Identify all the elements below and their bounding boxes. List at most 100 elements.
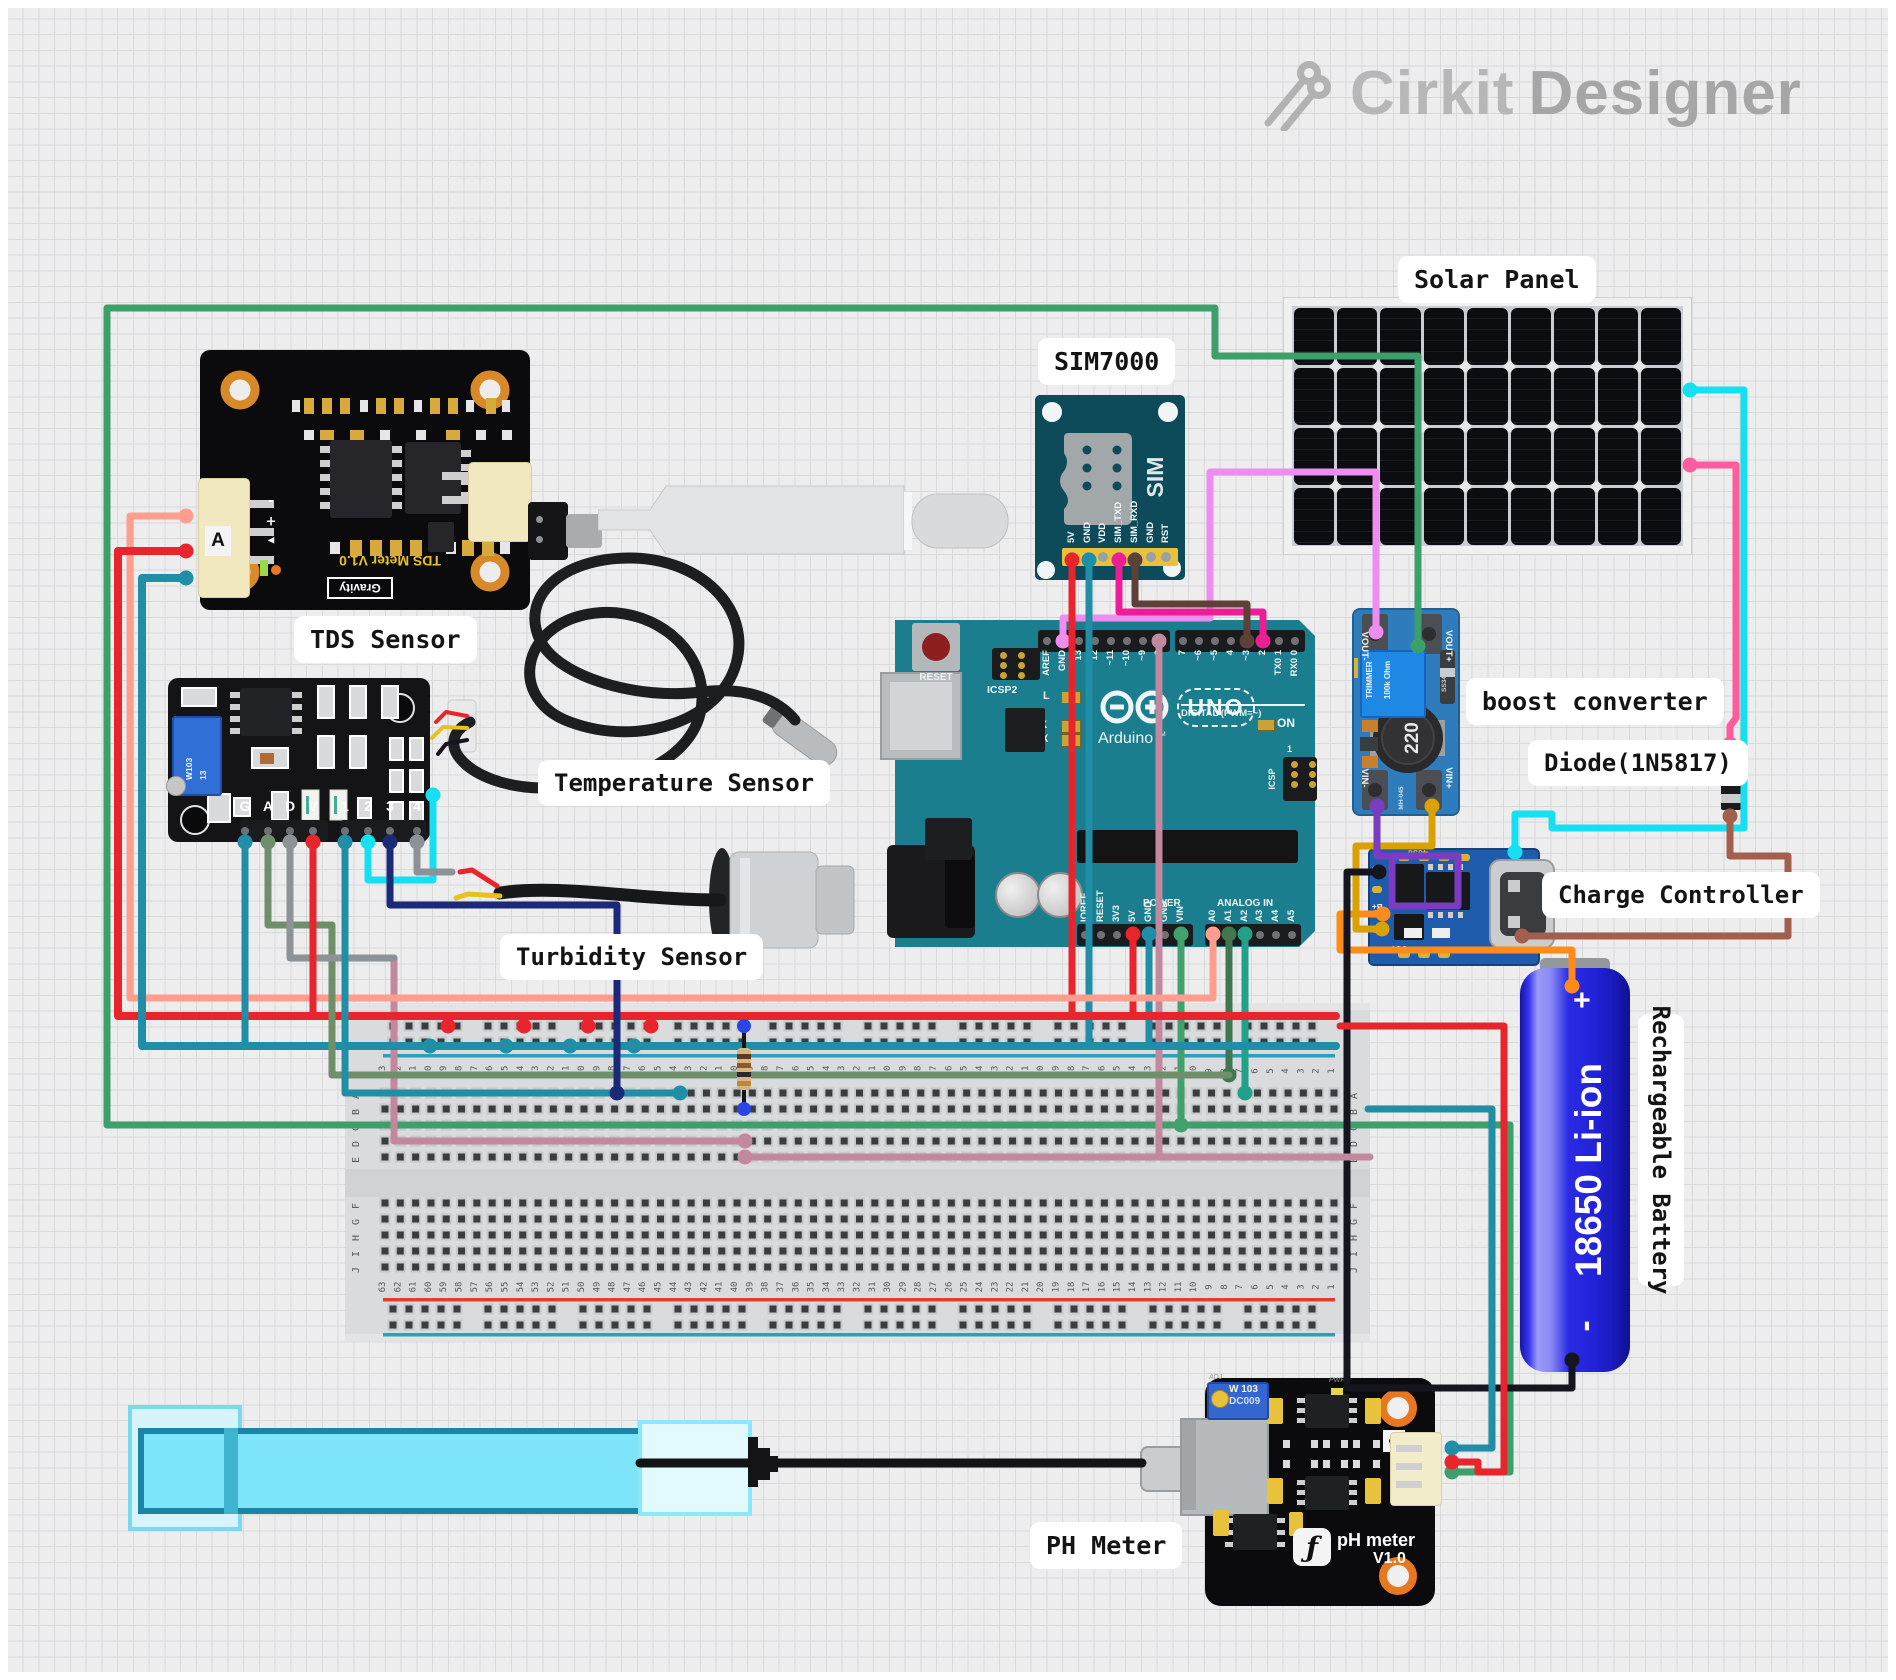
icsp-pin[interactable] [1291, 771, 1298, 778]
icsp-pin[interactable] [1018, 652, 1025, 659]
icsp-pin[interactable] [1000, 662, 1007, 669]
digital-header-left[interactable] [1038, 630, 1170, 652]
turbidity-header-left[interactable] [240, 820, 328, 842]
component-label-boost-converter[interactable]: boost converter [1466, 678, 1724, 725]
header-pin[interactable] [1129, 931, 1137, 939]
icsp-pin[interactable] [1309, 761, 1316, 768]
sim-pin[interactable] [1114, 552, 1125, 562]
header-pin[interactable] [1043, 637, 1051, 645]
analog-header[interactable] [1205, 924, 1301, 946]
sim-pin[interactable] [1067, 552, 1077, 562]
svg-text:35: 35 [807, 1282, 817, 1293]
turbidity-pin[interactable] [264, 827, 272, 835]
solar-cell [1380, 307, 1421, 365]
icsp-pin[interactable] [1018, 672, 1025, 679]
header-pin[interactable] [1288, 931, 1296, 939]
sim-pin[interactable] [1082, 552, 1093, 562]
header-pin[interactable] [1195, 637, 1203, 645]
power-header[interactable] [1077, 924, 1193, 946]
header-pin[interactable] [1091, 637, 1099, 645]
header-pin[interactable] [1224, 931, 1233, 939]
header-pin[interactable] [1256, 931, 1265, 939]
sim-pin[interactable] [1098, 552, 1109, 562]
svg-text:C: C [1349, 1125, 1360, 1131]
component-label-turbidity-sensor[interactable]: Turbidity Sensor [500, 934, 764, 980]
boost-converter[interactable]: TRIMMER 100k Ohm 220 SS34 MH-045 VOUT-VO… [1352, 608, 1460, 816]
sim-pin-header[interactable] [1062, 548, 1178, 566]
header-pin[interactable] [1145, 931, 1153, 939]
tds-sensor-board[interactable]: ▸+- TDS Meter V1.0 Gravity A [198, 350, 532, 610]
header-pin[interactable] [1209, 931, 1217, 939]
turbidity-pin[interactable] [341, 827, 349, 835]
tds-probe[interactable] [528, 452, 1028, 572]
reset-button[interactable] [912, 623, 960, 671]
header-pin[interactable] [1179, 637, 1187, 645]
component-label-temperature-sensor[interactable]: Temperature Sensor [538, 760, 831, 806]
header-pin[interactable] [1097, 931, 1105, 939]
svg-text:43: 43 [684, 1282, 694, 1293]
header-pin[interactable] [1240, 931, 1249, 939]
header-pin[interactable] [1081, 931, 1089, 939]
ph-potentiometer[interactable] [1207, 1382, 1269, 1420]
svg-text:G: G [1349, 1219, 1360, 1225]
battery-text: 18650 Li-ion [1568, 1000, 1609, 1340]
pin-label-a3: A3 [1254, 909, 1266, 922]
turbidity-pin[interactable] [413, 827, 421, 835]
header-pin[interactable] [1161, 931, 1169, 939]
sim-pin[interactable] [1145, 552, 1156, 562]
arduino-uno[interactable]: RESET ICSP2 DIGITAL (PWM=~) L TX RX UNO … [880, 620, 1325, 947]
turbidity-pin[interactable] [386, 827, 394, 835]
icsp-pin[interactable] [1000, 672, 1007, 679]
svg-text:54: 54 [516, 1282, 526, 1293]
ph-meter-board[interactable]: W 103 DC009 ADJ PWR A ƒ pH meter V1.0 [1140, 1374, 1442, 1606]
header-pin[interactable] [1075, 637, 1083, 645]
icsp-pin[interactable] [1309, 781, 1316, 788]
icsp-pin[interactable] [1309, 771, 1316, 778]
arduino-ic [1005, 708, 1045, 752]
header-pin[interactable] [1123, 637, 1131, 645]
icsp-pin[interactable] [1291, 761, 1298, 768]
turbidity-pin[interactable] [364, 827, 372, 835]
header-pin[interactable] [1177, 931, 1185, 939]
component-label-ph-meter[interactable]: PH Meter [1030, 1522, 1183, 1569]
solar-panel[interactable] [1283, 297, 1692, 555]
ph-probe[interactable] [120, 1395, 1220, 1531]
component-label-charge-controller[interactable]: Charge Controller [1542, 872, 1820, 918]
header-pin[interactable] [1243, 637, 1251, 645]
header-pin[interactable] [1272, 931, 1281, 939]
turbidity-potentiometer[interactable] [166, 716, 222, 796]
header-pin[interactable] [1227, 637, 1235, 645]
header-pin[interactable] [1107, 637, 1115, 645]
component-label-sim7000[interactable]: SIM7000 [1038, 338, 1176, 385]
header-pin[interactable] [1275, 637, 1283, 645]
sim-pin[interactable] [1129, 552, 1140, 562]
component-label-rechargeable-battery[interactable]: Rechargeable Battery [1638, 1006, 1684, 1295]
rechargeable-battery-18650[interactable]: 18650 Li-ion + - [1520, 958, 1630, 1372]
icsp-pin[interactable] [1000, 652, 1007, 659]
svg-text:3: 3 [1296, 1284, 1306, 1289]
header-pin[interactable] [1291, 637, 1299, 645]
icsp-pin[interactable] [1018, 662, 1025, 669]
header-pin[interactable] [1211, 637, 1219, 645]
turbidity-pin[interactable] [286, 827, 294, 835]
turbidity-pin[interactable] [241, 827, 249, 835]
pin-label-vout-: VOUT+ [1443, 630, 1454, 662]
breadboard[interactable]: 6363626261616060595958585757565655555454… [345, 1003, 1370, 1341]
header-pin[interactable] [1113, 931, 1121, 939]
turbidity-header-right[interactable] [340, 820, 426, 842]
component-label-tds-sensor[interactable]: TDS Sensor [294, 616, 477, 663]
component-label-diode[interactable]: Diode(1N5817) [1528, 740, 1748, 786]
turbidity-pin[interactable] [309, 827, 317, 835]
header-pin[interactable] [1059, 637, 1067, 645]
svg-text:38: 38 [761, 1066, 771, 1077]
sim-pin[interactable] [1161, 552, 1172, 562]
header-pin[interactable] [1139, 637, 1147, 645]
component-label-solar-panel[interactable]: Solar Panel [1398, 256, 1596, 303]
digital-header-right[interactable] [1175, 630, 1305, 652]
icsp-pin[interactable] [1291, 781, 1298, 788]
charge-controller[interactable]: 4056 OUT+ B+ [1368, 848, 1555, 966]
header-pin[interactable] [1155, 637, 1163, 645]
header-pin[interactable] [1259, 637, 1267, 645]
